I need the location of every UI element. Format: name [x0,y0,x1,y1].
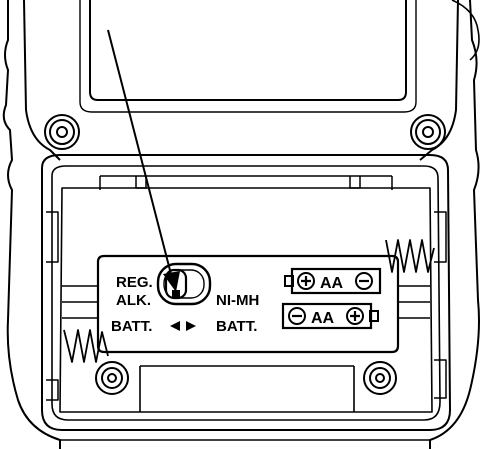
battery-compartment-wall [59,187,433,413]
switch-right-arrow [186,321,196,331]
switch-left-arrow [170,321,180,331]
pointer-arrow-head [163,271,180,292]
nimh-label: NI-MH [216,292,259,309]
screw-bottom-left [95,361,129,395]
battery-slot-lines [62,285,430,319]
regular-batt-label: BATT. [111,318,152,335]
plus-icon [346,307,364,325]
reg-label: REG. [116,274,153,291]
battery-cell-1-size: AA [320,275,344,292]
screw-top-right [410,114,446,150]
battery-cell-1: AA [284,267,382,295]
housing-top-right-bulge [451,0,480,61]
pointer-arrow-line [107,29,173,279]
housing-inner-contour [23,0,459,161]
battery-door-frame [41,154,451,431]
minus-icon [355,272,373,290]
switch-knob-marker [172,290,180,297]
alk-label: ALK. [116,292,151,309]
screw-bottom-right [363,361,397,395]
display-window-inner [79,0,417,113]
nimh-batt-label: BATT. [216,318,257,335]
spring-right [385,239,435,273]
battery-type-switch-slot [156,262,212,306]
battery-door-frame-inner [51,165,441,421]
door-latch-tab [139,365,355,412]
left-side-ribs [46,211,59,401]
compartment-top-rail [99,175,393,190]
screw-top-left [44,114,80,150]
minus-icon [288,307,306,325]
display-window [89,0,407,101]
spring-left [63,329,109,363]
battery-holder [96,254,400,354]
plus-icon [297,272,315,290]
battery-cell-2-size: AA [311,310,335,327]
battery-cell-2: AA [281,302,379,330]
battery-type-switch-inner [163,269,205,299]
right-side-ribs [434,211,447,399]
